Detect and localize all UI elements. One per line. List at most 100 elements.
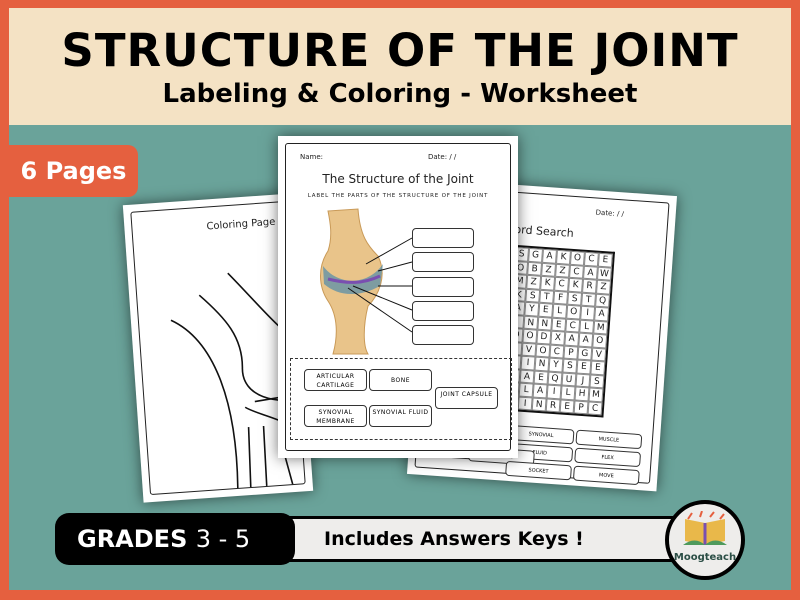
grid-letter: Z	[596, 279, 611, 295]
grid-letter: C	[554, 276, 570, 292]
grid-letter: A	[532, 383, 548, 398]
grid-letter: V	[591, 347, 607, 362]
grid-letter: R	[582, 278, 597, 294]
grid-letter: I	[520, 355, 536, 371]
grid-letter: L	[552, 303, 568, 319]
label-box-1[interactable]	[412, 228, 474, 248]
grid-letter: N	[534, 356, 550, 372]
grid-letter: I	[546, 384, 562, 399]
grid-letter: M	[588, 387, 604, 402]
worksheet-title: The Structure of the Joint	[322, 172, 474, 186]
grid-letter: K	[556, 249, 571, 265]
grid-letter: A	[542, 248, 557, 264]
grid-letter: I	[580, 305, 596, 321]
grid-letter: S	[562, 358, 578, 373]
label-chip: SYNOVIAL MEMBRANE	[304, 405, 367, 427]
grid-letter: B	[527, 261, 543, 276]
grid-letter: A	[578, 332, 594, 348]
grid-letter: L	[518, 382, 534, 397]
grid-letter: Q	[547, 371, 563, 386]
grid-letter: F	[553, 290, 569, 305]
label-chip: BONE	[369, 369, 432, 391]
word-search-grid: SGAKOCEOBZZCAWMZKCKRZKSTFSTQAYELOIAJNNEC…	[503, 244, 615, 418]
grid-letter: E	[590, 360, 606, 375]
grid-letter: Q	[595, 293, 611, 308]
grid-letter: N	[531, 396, 547, 412]
grid-letter: C	[549, 344, 565, 359]
grid-letter: D	[536, 329, 552, 345]
grid-letter: R	[545, 397, 561, 413]
grid-letter: S	[567, 291, 583, 306]
grid-letter: O	[566, 304, 582, 320]
grid-letter: W	[596, 266, 612, 281]
grid-letter: C	[565, 318, 581, 333]
grid-letter: A	[519, 369, 535, 384]
grid-letter: H	[574, 386, 590, 401]
grid-letter: K	[568, 277, 584, 293]
grid-letter: C	[569, 264, 584, 279]
header-band: STRUCTURE OF THE JOINT Labeling & Colori…	[9, 8, 791, 125]
label-word-bank: ARTICULAR CARTILAGE BONE JOINT CAPSULE S…	[290, 358, 512, 440]
grid-letter: N	[523, 315, 539, 330]
label-box-3[interactable]	[412, 277, 474, 297]
name-label: Name:	[300, 153, 324, 161]
pages-badge: 6 Pages	[9, 145, 138, 197]
grid-letter: Y	[524, 301, 540, 317]
grades-pill: GRADES 3 - 5	[55, 513, 295, 565]
grid-letter: X	[550, 330, 566, 346]
main-title: STRUCTURE OF THE JOINT	[61, 24, 739, 77]
grid-letter: L	[560, 385, 576, 400]
label-box-2[interactable]	[412, 252, 474, 272]
label-box-4[interactable]	[412, 301, 474, 321]
grid-letter: M	[593, 320, 609, 335]
grid-letter: E	[533, 370, 549, 385]
knee-joint-illustration	[320, 208, 413, 355]
grid-letter: O	[522, 328, 538, 344]
label-box-5[interactable]	[412, 325, 474, 345]
grid-letter: J	[575, 372, 591, 388]
answer-keys-banner: Includes Answers Keys !	[288, 516, 698, 562]
grid-letter: G	[577, 346, 593, 361]
word-bank-item: SOCKET	[505, 460, 572, 481]
grid-letter: Y	[548, 357, 564, 373]
grid-letter: C	[587, 400, 603, 416]
label-chip: SYNOVIAL FLUID	[369, 405, 432, 427]
grid-letter: P	[573, 399, 589, 415]
grid-letter: T	[581, 292, 597, 307]
grid-letter: U	[561, 372, 577, 387]
grid-letter: E	[538, 302, 554, 318]
grid-letter: V	[521, 342, 537, 357]
preview-area: 6 Pages Coloring Page Date: / / Word Sea…	[9, 125, 791, 590]
grid-letter: Z	[555, 263, 571, 278]
grid-letter: N	[537, 316, 553, 331]
worksheet-instruction: LABEL THE PARTS OF THE STRUCTURE OF THE …	[307, 193, 489, 199]
grid-letter: A	[583, 265, 598, 280]
grid-letter: A	[594, 306, 610, 322]
grid-letter: O	[570, 250, 585, 266]
grid-letter: S	[525, 288, 541, 303]
label-chip: JOINT CAPSULE	[435, 387, 498, 409]
grid-letter: I	[517, 396, 533, 411]
grid-letter: K	[540, 275, 556, 291]
date-label: Date: / /	[428, 153, 457, 161]
grid-letter: Z	[526, 274, 542, 290]
grid-letter: E	[597, 252, 613, 268]
grid-letter: C	[583, 251, 599, 267]
grid-letter: P	[563, 345, 579, 360]
grid-letter: O	[592, 333, 608, 349]
labeling-worksheet-preview: Name: Date: / / The Structure of the Joi…	[278, 136, 518, 458]
open-book-icon	[683, 510, 727, 545]
brand-logo: Moogteach	[665, 500, 745, 580]
brand-name: Moogteach	[673, 552, 737, 563]
grid-letter: G	[528, 247, 544, 263]
grid-letter: E	[551, 317, 567, 332]
grid-letter: T	[539, 289, 555, 304]
label-chip: ARTICULAR CARTILAGE	[304, 369, 367, 391]
grid-letter: A	[564, 331, 580, 347]
grid-letter: O	[535, 343, 551, 358]
grid-letter: Z	[541, 262, 557, 277]
word-bank-item: MOVE	[572, 465, 640, 486]
grid-letter: L	[579, 319, 595, 334]
subtitle: Labeling & Coloring - Worksheet	[162, 79, 638, 109]
grid-letter: E	[559, 398, 575, 414]
